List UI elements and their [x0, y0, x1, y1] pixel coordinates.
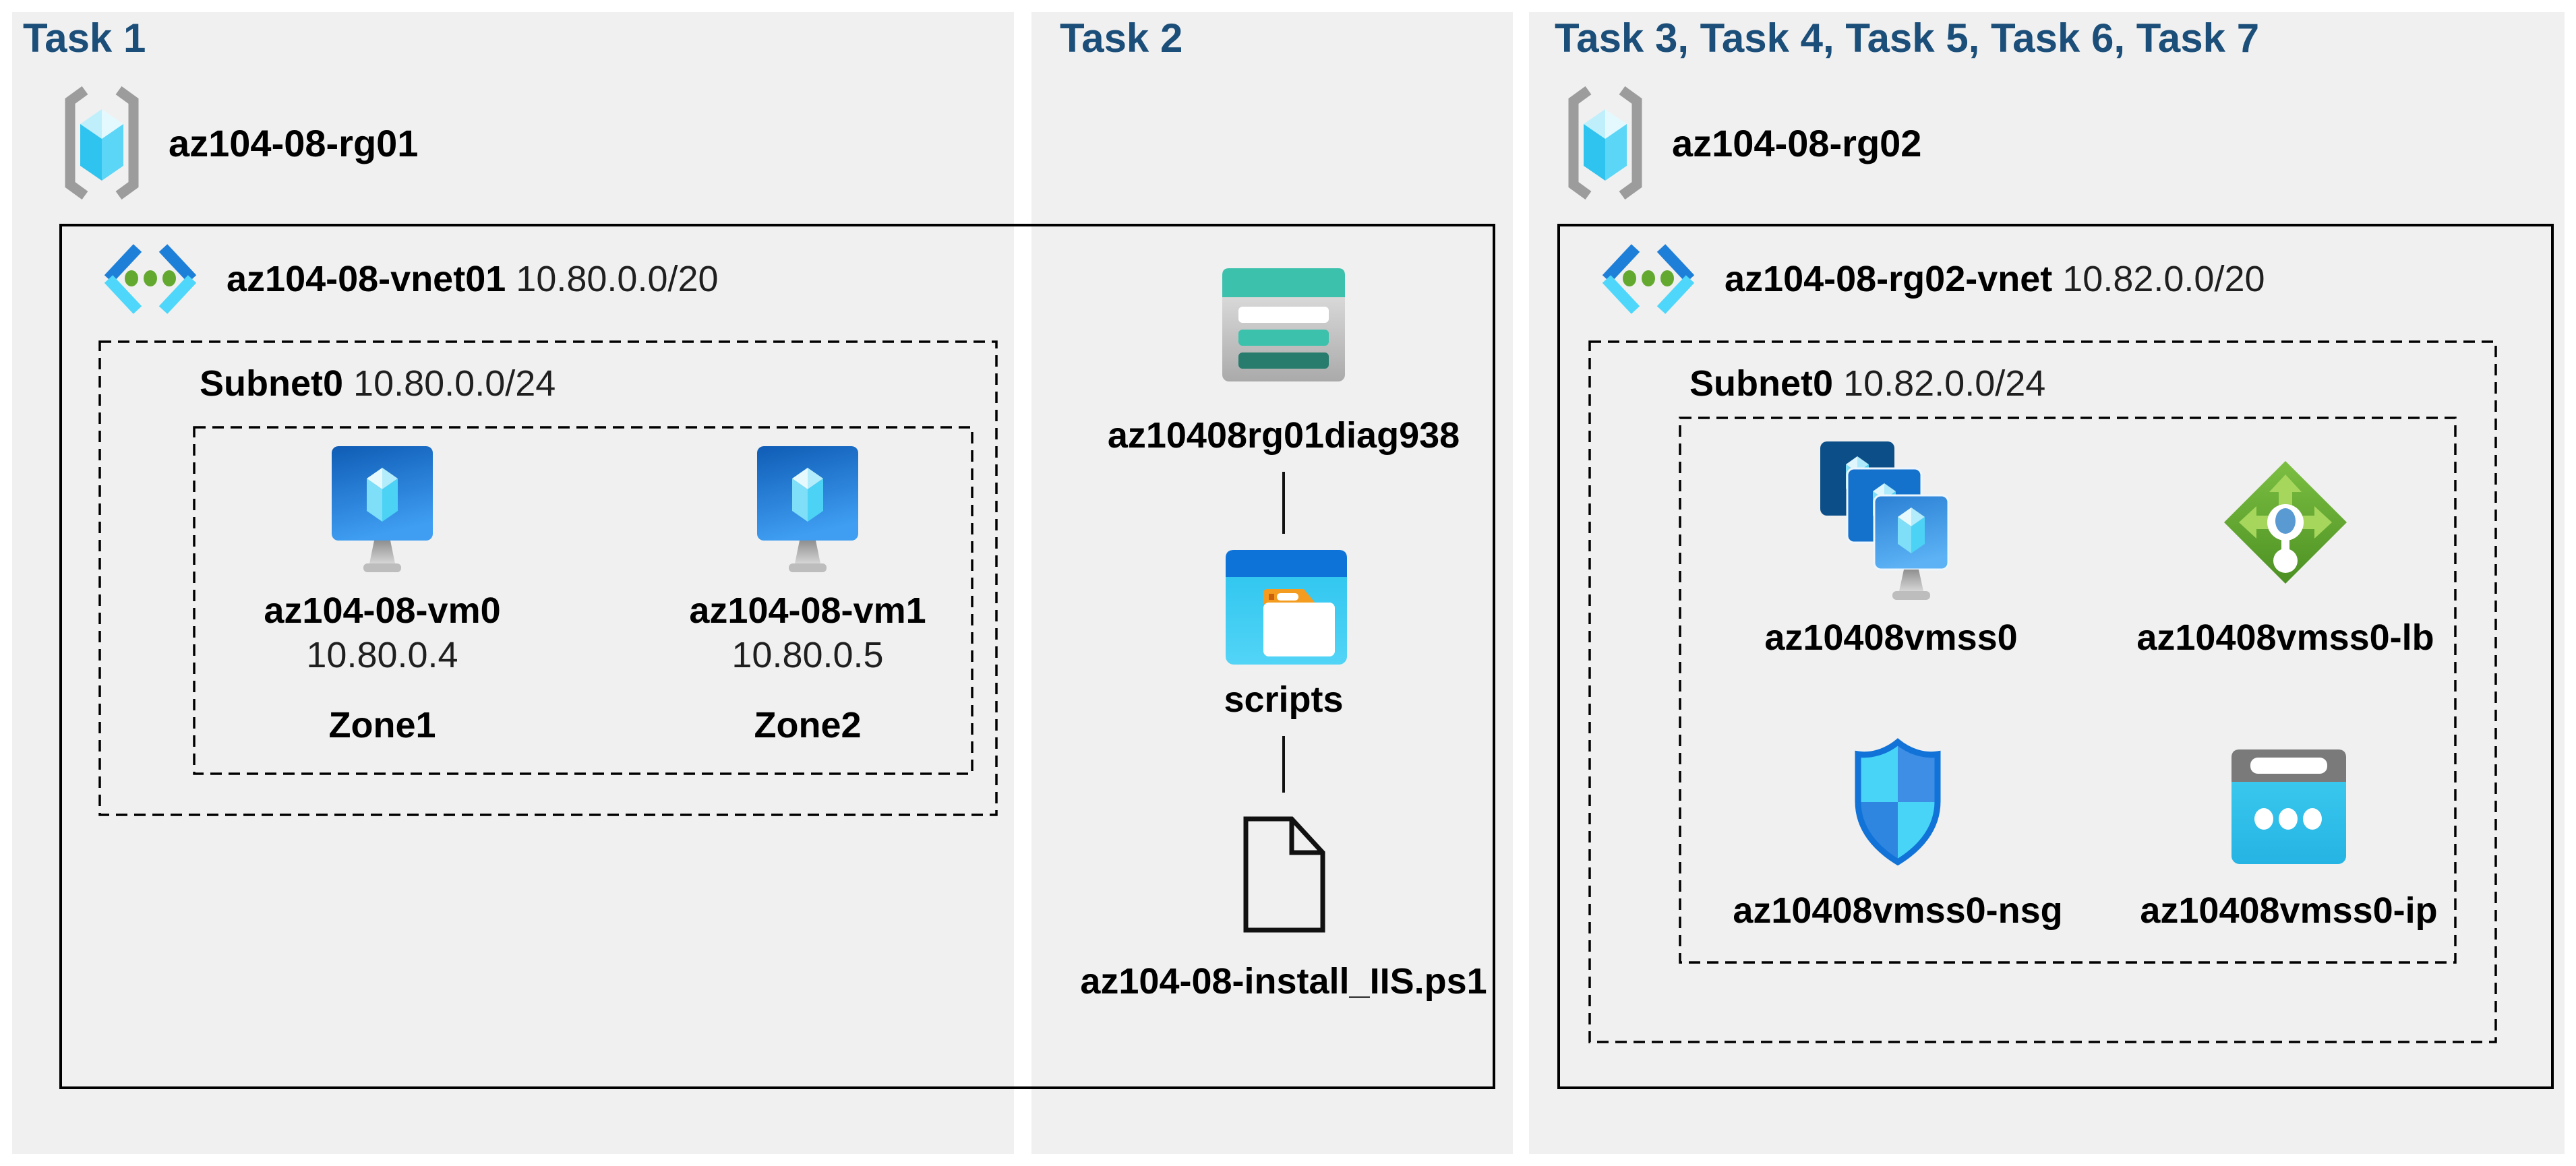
vm1-name: az104-08-vm1 [689, 590, 926, 631]
task1-vnet-label: az104-08-vnet01 10.80.0.0/20 [227, 258, 719, 300]
virtual-network-icon [104, 244, 197, 314]
task1-subnet-label: Subnet0 10.80.0.0/24 [200, 363, 556, 404]
nsg-name: az10408vmss0-nsg [1733, 890, 2063, 931]
vm-scale-set-icon [1820, 441, 1950, 600]
task3-vnet-cidr: 10.82.0.0/20 [2062, 259, 2265, 299]
virtual-machine-icon [757, 446, 858, 572]
task3-subnet-name: Subnet0 [1689, 363, 1834, 404]
vm1-ip: 10.80.0.5 [731, 635, 884, 675]
task3-resource-group-name: az104-08-rg02 [1672, 121, 1922, 164]
script-file-name: az104-08-install_IIS.ps1 [1080, 961, 1487, 1002]
vm0-name: az104-08-vm0 [264, 590, 501, 631]
task1-vnet-box [59, 224, 1495, 1089]
task3-subnet-box [1588, 340, 2497, 1043]
virtual-network-icon [1602, 244, 1695, 314]
vm1-zone: Zone2 [754, 705, 862, 745]
storage-account-name: az10408rg01diag938 [1107, 415, 1460, 456]
public-ip-icon [2231, 749, 2346, 864]
task3-vnet-name: az104-08-rg02-vnet [1725, 259, 2053, 299]
task3-resource-group-box [1679, 417, 2457, 964]
panel-task1 [12, 12, 1014, 1154]
vm0-zone: Zone1 [328, 705, 436, 745]
blob-container-icon [1226, 550, 1347, 665]
virtual-machine-icon [332, 446, 433, 572]
file-icon [1243, 816, 1325, 933]
resource-group-icon [1568, 86, 1642, 200]
task1-vnet-name: az104-08-vnet01 [227, 259, 506, 299]
task3-vnet-box [1557, 224, 2554, 1089]
task1-vnet: az104-08-vnet01 10.80.0.0/20 [100, 241, 719, 317]
vm0-ip: 10.80.0.4 [306, 635, 458, 675]
task1-subnet-cidr: 10.80.0.0/24 [353, 363, 556, 404]
task3-vnet-label: az104-08-rg02-vnet 10.82.0.0/20 [1725, 258, 2265, 300]
task1-resource-group: az104-08-rg01 [58, 86, 418, 200]
public-ip-name: az10408vmss0-ip [2140, 890, 2438, 931]
vmss-name: az10408vmss0 [1764, 617, 2018, 658]
task3-title: Task 3, Task 4, Task 5, Task 6, Task 7 [1555, 16, 2260, 61]
load-balancer-name: az10408vmss0-lb [2136, 617, 2434, 658]
connector-container-to-file [1282, 736, 1285, 793]
task2-title: Task 2 [1060, 16, 1183, 61]
task3-resource-group: az104-08-rg02 [1561, 86, 1921, 200]
task1-subnet-name: Subnet0 [200, 363, 344, 404]
task1-vnet-cidr: 10.80.0.0/20 [516, 259, 719, 299]
task3-vnet: az104-08-rg02-vnet 10.82.0.0/20 [1598, 241, 2265, 317]
task1-vm-group-box [193, 426, 974, 775]
task1-title: Task 1 [23, 16, 146, 61]
container-name: scripts [1224, 679, 1344, 720]
storage-account-icon [1222, 268, 1345, 381]
connector-storage-to-container [1282, 472, 1285, 534]
load-balancer-icon [2224, 461, 2347, 584]
task3-subnet-cidr: 10.82.0.0/24 [1843, 363, 2046, 404]
task1-subnet-box [98, 340, 998, 816]
task1-resource-group-name: az104-08-rg01 [169, 121, 419, 164]
resource-group-icon [65, 86, 139, 200]
task3-subnet-label: Subnet0 10.82.0.0/24 [1689, 363, 2045, 404]
network-security-group-icon [1855, 738, 1941, 866]
